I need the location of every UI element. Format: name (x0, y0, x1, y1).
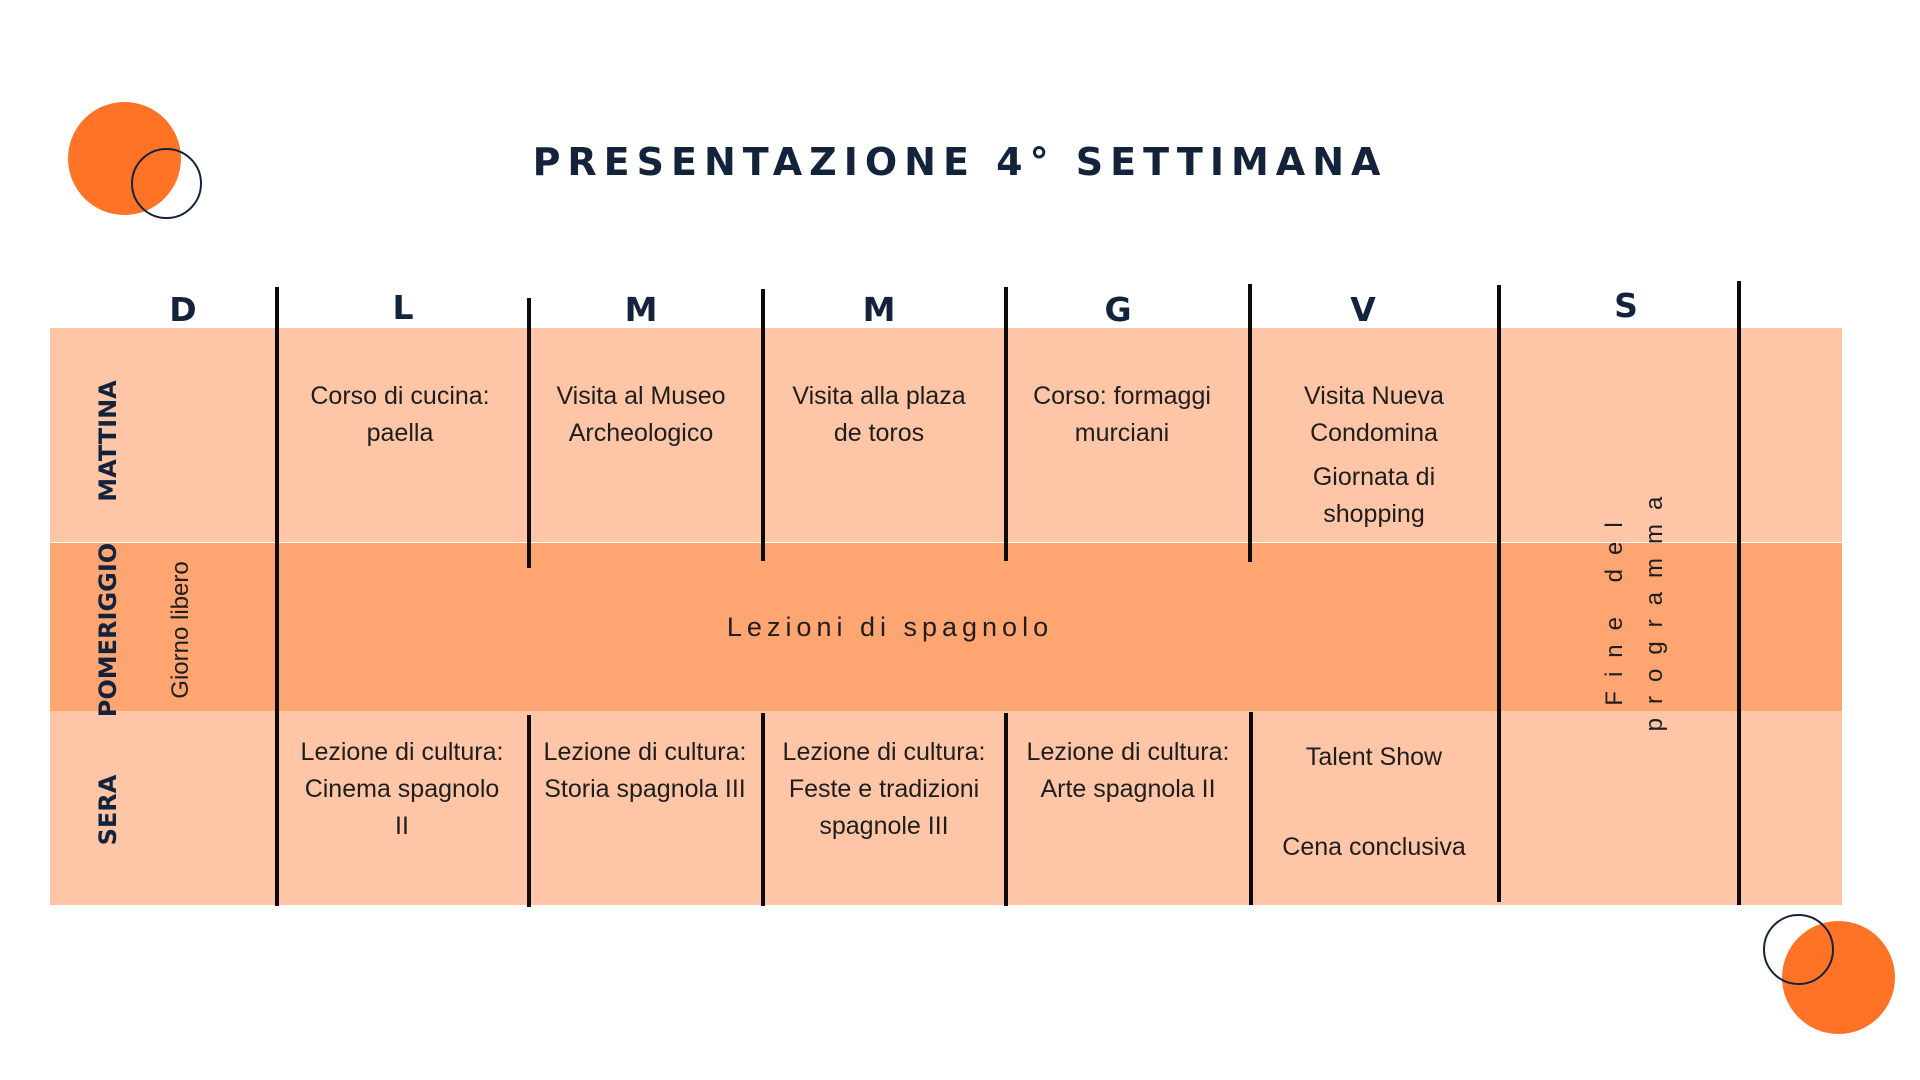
band-afternoon (50, 543, 1842, 711)
column-divider (275, 287, 279, 906)
decor-ring-top-left (131, 148, 202, 219)
day-header-saturday: S (1614, 286, 1638, 325)
row-label-afternoon: POMERIGGIO (94, 542, 122, 718)
column-divider (527, 298, 531, 568)
column-divider (1497, 285, 1501, 902)
evening-cell-friday: Talent Show Cena conclusiva (1282, 743, 1466, 861)
column-divider (1248, 284, 1252, 562)
day-header-friday: V (1350, 290, 1376, 329)
day-header-tuesday: M (624, 290, 658, 329)
day-header-sunday: D (169, 290, 197, 329)
sunday-free-day-note: Giorno libero (167, 561, 194, 699)
evening-cell-monday: Lezione di cultura: Cinema spagnolo II (300, 738, 504, 840)
column-divider (1004, 287, 1008, 561)
column-divider (761, 713, 765, 906)
morning-cell-monday: Corso di cucina: paella (310, 382, 490, 447)
row-label-morning: MATTINA (94, 380, 122, 502)
afternoon-spanish-lessons: Lezioni di spagnolo (726, 612, 1054, 642)
row-label-evening: SERA (94, 774, 122, 846)
morning-cell-tuesday: Visita al Museo Archeologico (556, 382, 726, 447)
evening-cell-tuesday: Lezione di cultura: Storia spagnola III (543, 738, 747, 803)
day-header-monday: L (392, 288, 414, 327)
morning-cell-wednesday: Visita alla plaza de toros (792, 382, 966, 447)
morning-cell-friday: Visita Nueva Condomina Giornata di shopp… (1304, 382, 1444, 528)
evening-cell-wednesday: Lezione di cultura: Feste e tradizioni s… (782, 738, 986, 840)
column-divider (1737, 281, 1741, 905)
evening-cell-thursday: Lezione di cultura: Arte spagnola II (1026, 738, 1230, 803)
band-evening (50, 711, 1842, 905)
column-divider (527, 715, 531, 907)
morning-cell-thursday: Corso: formaggi murciani (1033, 382, 1211, 447)
column-divider (761, 289, 765, 561)
day-header-thursday: G (1104, 290, 1132, 329)
column-divider (1249, 712, 1253, 905)
saturday-end-note-line2: programma (1641, 482, 1668, 732)
band-morning (50, 328, 1842, 542)
page-title: PRESENTAZIONE 4° SETTIMANA (532, 140, 1388, 184)
column-divider (1004, 713, 1008, 906)
decor-ring-bottom-right (1763, 914, 1834, 985)
saturday-end-note-line1: Fine del (1601, 508, 1628, 706)
day-header-wednesday: M (862, 290, 896, 329)
